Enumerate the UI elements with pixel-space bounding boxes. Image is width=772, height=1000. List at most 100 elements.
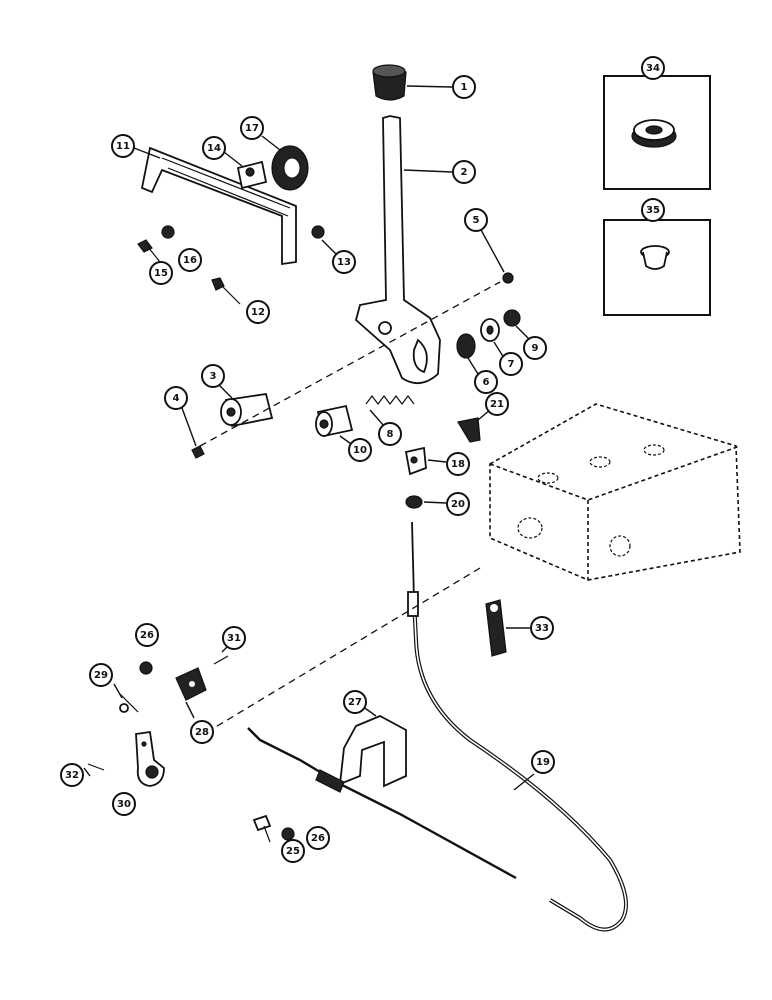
- callout-33: 33: [530, 616, 554, 640]
- callout-label: 1: [461, 82, 468, 93]
- callout-11: 11: [111, 134, 135, 158]
- callout-label: 2: [461, 167, 468, 178]
- nut-part-20: [405, 495, 423, 509]
- callout-10: 10: [348, 438, 372, 462]
- callout-8: 8: [378, 422, 402, 446]
- callout-label: 14: [207, 143, 221, 154]
- plate-part-14: [236, 160, 268, 190]
- callout-label: 33: [535, 623, 549, 634]
- callout-label: 30: [117, 799, 131, 810]
- callout-label: 7: [508, 359, 515, 370]
- nut-part-26-upper: [139, 661, 153, 675]
- callout-label: 20: [451, 499, 465, 510]
- callout-label: 12: [251, 307, 265, 318]
- nut-part-26: [281, 827, 295, 841]
- callout-26b: 26: [135, 623, 159, 647]
- bracket-part-27: [338, 715, 407, 788]
- callout-label: 16: [183, 255, 197, 266]
- screw-part-12: [211, 277, 241, 305]
- callout-3: 3: [201, 364, 225, 388]
- callout-label: 5: [473, 215, 480, 226]
- callout-label: 10: [353, 445, 367, 456]
- cable-part-19: [407, 521, 628, 932]
- nut-part-9: [503, 309, 521, 327]
- lever-part-2: [354, 115, 441, 384]
- callout-31: 31: [222, 626, 246, 650]
- clevis-part-28: [175, 667, 207, 701]
- callout-34: 34: [641, 56, 665, 80]
- bolt-part-25: [252, 814, 272, 843]
- callout-label: 18: [451, 459, 465, 470]
- callout-label: 35: [646, 205, 660, 216]
- callout-label: 13: [337, 257, 351, 268]
- callout-21: 21: [485, 392, 509, 416]
- inset-34: [603, 75, 711, 190]
- callout-label: 28: [195, 727, 209, 738]
- callout-2: 2: [452, 160, 476, 184]
- washer-part-7: [480, 318, 500, 342]
- washer-part-6: [456, 333, 476, 359]
- callout-label: 15: [154, 268, 168, 279]
- screw-part-4: [191, 445, 205, 459]
- callout-1: 1: [452, 75, 476, 99]
- callout-27: 27: [343, 690, 367, 714]
- callout-18: 18: [446, 452, 470, 476]
- callout-16: 16: [178, 248, 202, 272]
- bracket-part-11: [140, 146, 297, 266]
- callout-label: 8: [387, 429, 394, 440]
- callout-19: 19: [531, 750, 555, 774]
- callout-25: 25: [281, 839, 305, 863]
- callout-label: 27: [348, 697, 362, 708]
- cotter-part-31: [213, 655, 229, 665]
- callout-label: 4: [173, 393, 180, 404]
- gear-part-17: [271, 145, 309, 191]
- callout-label: 3: [210, 371, 217, 382]
- callout-label: 26: [311, 833, 325, 844]
- callout-label: 34: [646, 63, 660, 74]
- callouts-layer: 1234567891011121314151617181920212526262…: [60, 56, 665, 863]
- callout-6: 6: [474, 370, 498, 394]
- callout-label: 29: [94, 670, 108, 681]
- arm-part-30: [135, 730, 165, 787]
- callout-label: 11: [116, 141, 130, 152]
- pivot-part-3: [220, 392, 274, 428]
- callout-12: 12: [246, 300, 270, 324]
- pin-part-32: [87, 763, 105, 771]
- callout-30: 30: [112, 792, 136, 816]
- callout-label: 17: [245, 123, 259, 134]
- callout-4: 4: [164, 386, 188, 410]
- clevis-part-18: [404, 446, 427, 476]
- spool-part-33: [485, 599, 507, 657]
- callout-label: 19: [536, 757, 550, 768]
- callout-7: 7: [499, 352, 523, 376]
- inset-35: [603, 219, 711, 316]
- callout-9: 9: [523, 336, 547, 360]
- callout-14: 14: [202, 136, 226, 160]
- callout-26: 26: [306, 826, 330, 850]
- callout-32: 32: [60, 763, 84, 787]
- screw-part-15: [137, 239, 161, 263]
- callout-label: 26: [140, 630, 154, 641]
- spring-part-8: [365, 395, 415, 405]
- callout-label: 9: [532, 343, 539, 354]
- callout-13: 13: [332, 250, 356, 274]
- knob-part-1: [372, 64, 407, 101]
- callout-28: 28: [190, 720, 214, 744]
- valve-body: [489, 403, 741, 581]
- clip-part-21: [457, 417, 481, 443]
- callout-29: 29: [89, 663, 113, 687]
- nut-part-13: [311, 225, 325, 239]
- nut-part-5: [502, 272, 514, 284]
- callout-label: 32: [65, 770, 79, 781]
- callout-label: 25: [286, 846, 300, 857]
- callout-label: 31: [227, 633, 241, 644]
- sleeve-part-10: [315, 404, 354, 438]
- callout-label: 6: [483, 377, 490, 388]
- callout-5: 5: [464, 208, 488, 232]
- lower-cable: [247, 727, 517, 880]
- callout-35: 35: [641, 198, 665, 222]
- callout-17: 17: [240, 116, 264, 140]
- nut-part-16: [161, 225, 175, 239]
- callout-15: 15: [149, 261, 173, 285]
